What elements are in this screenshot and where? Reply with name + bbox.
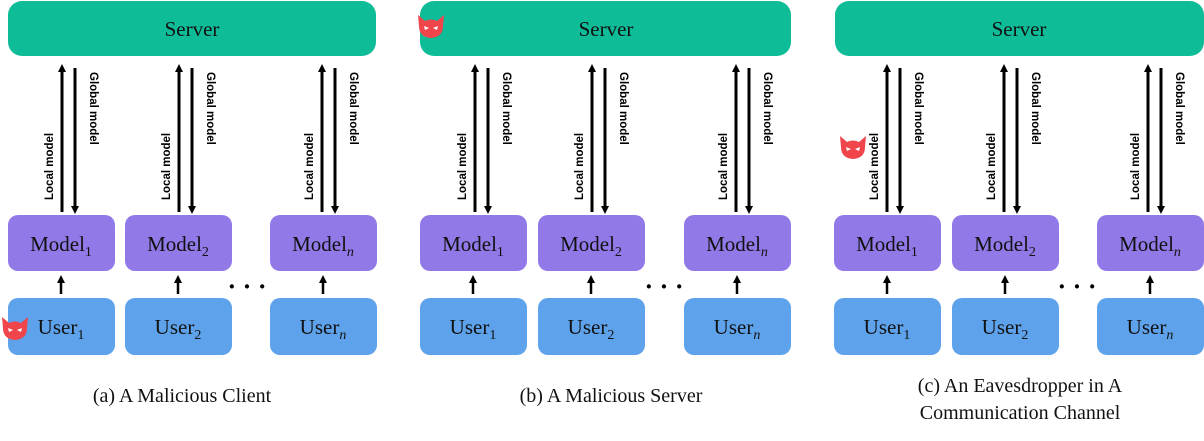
ellipsis: · · ·: [227, 272, 266, 301]
arrow-pair-2: Local model Global model: [986, 64, 1041, 214]
panel-a: Server Local model Global model Local mo…: [2, 1, 377, 407]
server-label: Server: [165, 17, 220, 41]
user-2-label: User2: [568, 315, 615, 343]
local-model-label: Local model: [161, 133, 173, 200]
global-model-label: Global model: [1029, 72, 1041, 145]
user-box-n: [270, 298, 377, 355]
model-1-label: Model1: [856, 232, 918, 260]
local-model-label: Local model: [304, 133, 316, 200]
devil-icon: [2, 317, 28, 340]
global-model-label: Global model: [1173, 72, 1185, 145]
server-box: [835, 1, 1204, 56]
model-n-label: Modeln: [1119, 232, 1181, 260]
user-box-2: [125, 298, 232, 355]
model-2-label: Model2: [974, 232, 1036, 260]
local-model-label: Local model: [1130, 133, 1142, 200]
ellipsis: · · ·: [1057, 272, 1096, 301]
arrow-pair-1: Local model Global model: [457, 64, 512, 214]
model-2-label: Model2: [147, 232, 209, 260]
panel-c: Server Local model Global model Local mo…: [834, 1, 1204, 424]
model-box-1: [8, 215, 115, 271]
arrow-pair-n: Local model Global model: [304, 64, 359, 214]
global-model-label: Global model: [87, 72, 99, 145]
arrow-pair-2: Local model Global model: [574, 64, 629, 214]
user-box-n: [684, 298, 791, 355]
server-label: Server: [992, 17, 1047, 41]
model-box-2: [952, 215, 1059, 271]
devil-icon: [418, 15, 444, 38]
model-n-label: Modeln: [292, 232, 354, 260]
arrow-pair-2: Local model Global model: [161, 64, 216, 214]
global-model-label: Global model: [761, 72, 773, 145]
user-n-label: Usern: [1127, 315, 1174, 343]
global-model-label: Global model: [204, 72, 216, 145]
model-box-n: [1097, 215, 1204, 271]
server-box: [8, 1, 376, 56]
user-2-label: User2: [982, 315, 1029, 343]
user-box-1: [8, 298, 115, 355]
global-model-label: Global model: [617, 72, 629, 145]
global-model-label: Global model: [500, 72, 512, 145]
ellipsis: · · ·: [644, 272, 683, 301]
model-n-label: Modeln: [706, 232, 768, 260]
model-box-2: [538, 215, 645, 271]
caption-a: (a) A Malicious Client: [93, 385, 272, 407]
caption-c-line-1: (c) An Eavesdropper in A: [918, 375, 1123, 397]
global-model-label: Global model: [912, 72, 924, 145]
caption-c-line-2: Communication Channel: [920, 402, 1121, 424]
user-box-1: [420, 298, 527, 355]
devil-icon: [840, 136, 866, 159]
global-model-label: Global model: [347, 72, 359, 145]
caption-b: (b) A Malicious Server: [520, 385, 703, 407]
user-box-2: [538, 298, 645, 355]
user-box-1: [834, 298, 941, 355]
model-box-1: [420, 215, 527, 271]
model-box-n: [684, 215, 791, 271]
server-box: [420, 1, 791, 56]
arrow-pair-1: Local model Global model: [44, 64, 99, 214]
model-1-label: Model1: [30, 232, 92, 260]
arrow-pair-n: Local model Global model: [718, 64, 773, 214]
user-1-label: User1: [450, 315, 497, 343]
arrow-pair-1: Local model Global model: [869, 64, 924, 214]
local-model-label: Local model: [986, 133, 998, 200]
panel-b: Server Local model Global model Local mo…: [418, 1, 791, 407]
user-n-label: Usern: [300, 315, 347, 343]
model-2-label: Model2: [560, 232, 622, 260]
local-model-label: Local model: [457, 133, 469, 200]
user-box-2: [952, 298, 1059, 355]
user-1-label: User1: [38, 315, 85, 343]
arrow-pair-n: Local model Global model: [1130, 64, 1185, 214]
model-1-label: Model1: [442, 232, 504, 260]
model-box-n: [270, 215, 377, 271]
local-model-label: Local model: [718, 133, 730, 200]
local-model-label: Local model: [44, 133, 56, 200]
local-model-label: Local model: [869, 133, 881, 200]
model-box-1: [834, 215, 941, 271]
user-box-n: [1097, 298, 1204, 355]
user-2-label: User2: [155, 315, 202, 343]
user-1-label: User1: [864, 315, 911, 343]
user-n-label: Usern: [714, 315, 761, 343]
server-label: Server: [579, 17, 634, 41]
local-model-label: Local model: [574, 133, 586, 200]
model-box-2: [125, 215, 232, 271]
